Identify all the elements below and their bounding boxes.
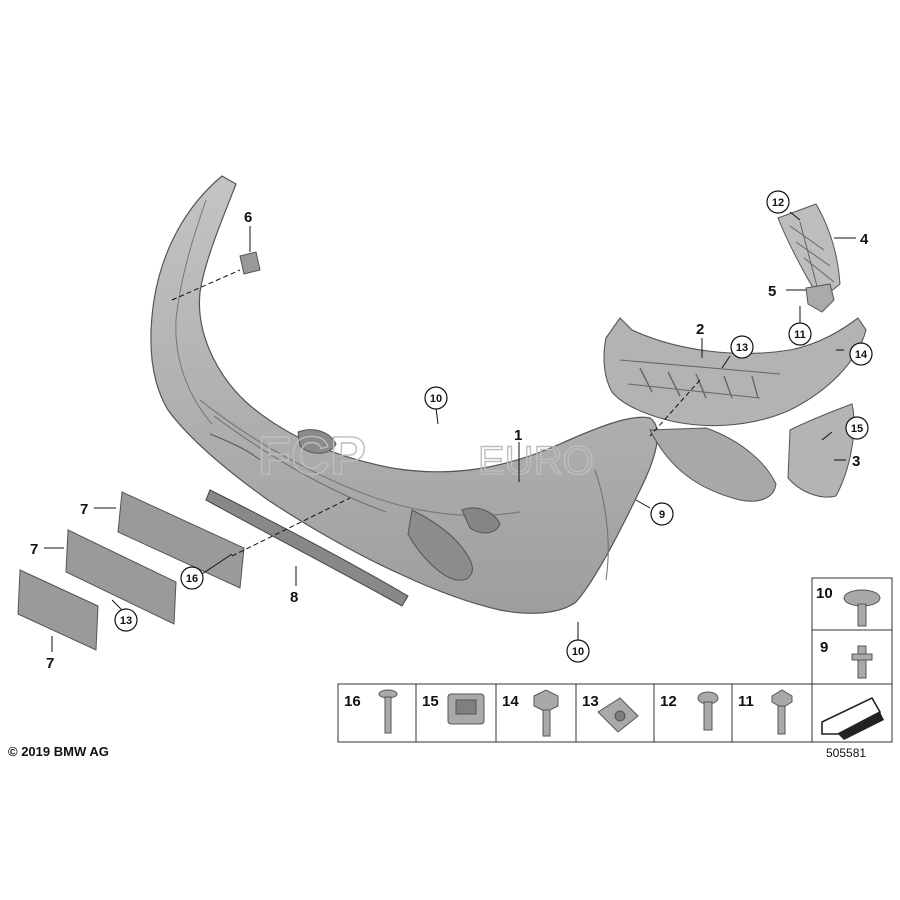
bumper-cover [150,175,659,614]
callout-6: 6 [244,209,252,226]
mounting-clip [805,283,835,313]
table-cell-12: 12 [660,693,677,710]
table-cell-9: 9 [820,639,828,656]
self-tapping-screw-icon [771,689,793,709]
svg-text:EURO: EURO [478,439,594,483]
table-cell-10: 10 [816,585,833,602]
callout-11: 11 [794,329,806,341]
watermark: FCP EURO [257,425,594,486]
callout-7c: 7 [46,655,54,672]
side-bracket [787,403,855,498]
callout-16: 16 [186,573,198,585]
callout-4: 4 [860,231,869,248]
dashed-leaders [171,269,701,557]
bumper-bracket [603,317,867,502]
arrow-shadow-icon [838,712,884,740]
callout-2: 2 [696,321,704,338]
table-cell-16: 16 [344,693,361,710]
document-number: 505581 [826,746,867,760]
grille-bracket [777,203,841,301]
callout-10a: 10 [430,393,442,405]
table-cell-13: 13 [582,693,599,710]
leader-lines [44,211,856,652]
callout-8: 8 [290,589,298,606]
callout-13a: 13 [736,342,748,354]
table-cell-15: 15 [422,693,439,710]
callout-7a: 7 [80,501,88,518]
retaining-clip [239,251,261,275]
callout-9: 9 [659,509,665,521]
callout-labels: 1 2 3 4 5 6 7 7 7 8 [30,209,869,672]
circled-callouts: 9 10 10 11 12 13 13 14 15 16 [114,190,873,663]
table-cell-11: 11 [738,693,754,710]
plug-rivet-icon [857,645,867,679]
license-plate-bases [17,491,245,651]
callout-5: 5 [768,283,776,300]
callout-7b: 7 [30,541,38,558]
callout-3: 3 [852,453,860,470]
svg-text:FCP: FCP [258,426,366,486]
callout-1: 1 [514,427,522,444]
callout-15: 15 [851,423,863,435]
table-cell-14: 14 [502,693,519,710]
callout-10b: 10 [572,646,584,658]
callout-14: 14 [855,349,868,361]
hex-bolt-icon [533,689,559,713]
callout-12: 12 [772,197,784,209]
fastener-table: 16 15 14 13 12 11 10 9 [337,577,893,743]
callout-13b: 13 [120,615,132,627]
trim-strip [205,489,409,607]
copyright-notice: © 2019 BMW AG [8,744,109,759]
